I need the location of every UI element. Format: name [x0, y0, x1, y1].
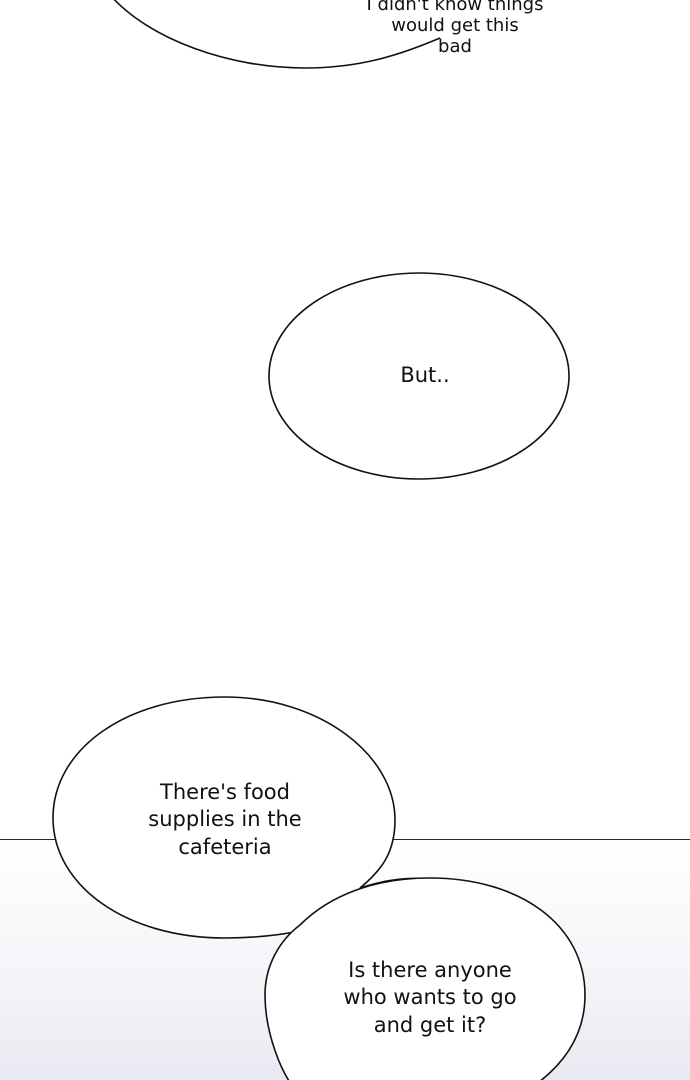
speech-bubble-4-text: Is there anyone who wants to go and get … — [343, 958, 517, 1037]
speech-bubble-1-outline — [113, 0, 441, 69]
speech-bubble-1-text: I didn't know things would get this bad — [366, 0, 544, 58]
speech-bubble-2-text: But.. — [400, 363, 450, 387]
speech-bubble-4-outline — [264, 877, 586, 1080]
speech-bubble-2-outline — [268, 272, 570, 480]
speech-bubble-3-text: There's food supplies in the cafeteria — [148, 780, 302, 859]
